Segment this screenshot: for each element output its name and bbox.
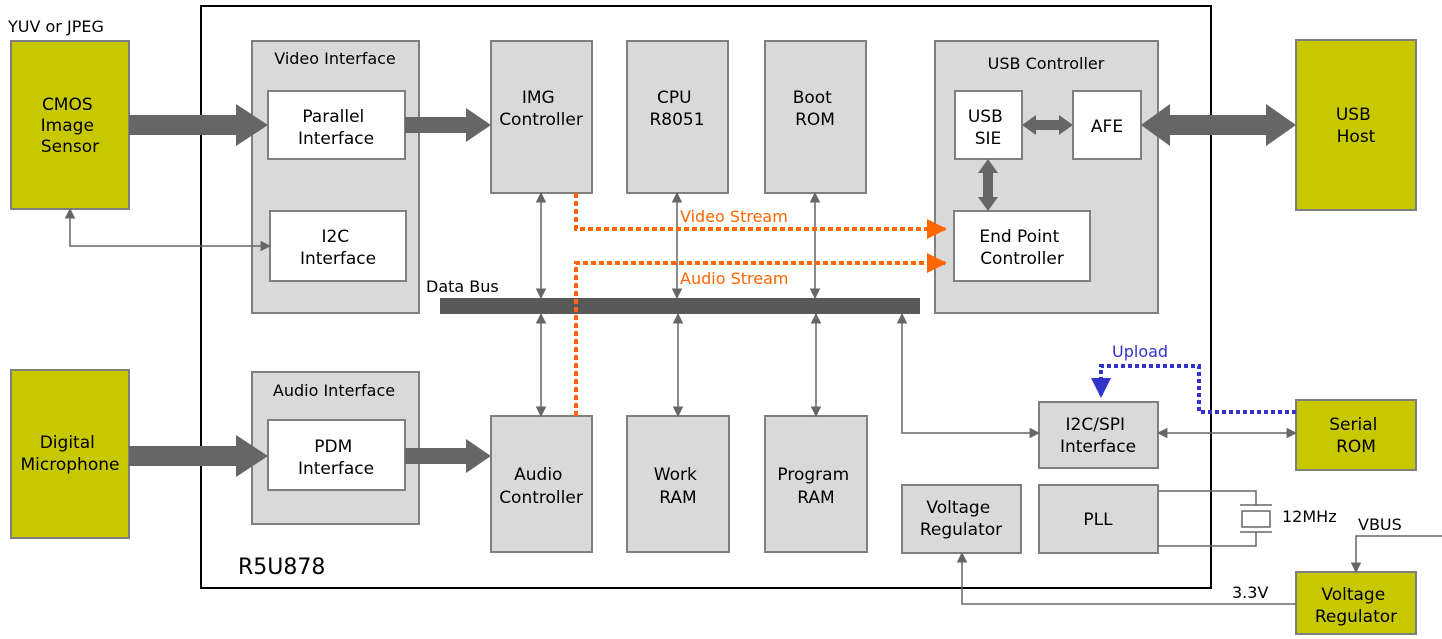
audio-controller-box: [490, 415, 593, 553]
vbus-label: VBUS: [1358, 515, 1402, 534]
pdm-interface-label: PDM Interface: [298, 437, 374, 479]
i2c-interface-label: I2C Interface: [300, 227, 376, 269]
sensor-to-parallel-arrow: [129, 104, 268, 146]
sensor-to-i2c-link: [64, 207, 272, 252]
endpoint-controller-box: [953, 210, 1091, 282]
work-ram-label: Work RAM: [654, 465, 702, 508]
i2c-interface-box: [269, 210, 407, 282]
chip-name: R5U878: [238, 555, 325, 580]
crystal-frequency-label: 12MHz: [1282, 507, 1337, 526]
supply-voltage-label: 3.3V: [1232, 583, 1268, 602]
upload-label: Upload: [1112, 342, 1168, 361]
audio-stream-path: [574, 253, 947, 416]
video-stream-label: Video Stream: [680, 207, 788, 226]
cmos-sensor-label: CMOS Image Sensor: [41, 95, 100, 157]
internal-voltage-regulator-label: Voltage Regulator: [920, 498, 1002, 540]
microphone-label: Digital Microphone: [21, 433, 120, 475]
mic-to-pdm-arrow: [129, 435, 268, 477]
sie-to-endpoint-arrow: [978, 159, 998, 211]
audio-stream-label: Audio Stream: [680, 269, 788, 288]
vbus-line: [1350, 535, 1442, 574]
pll-label: PLL: [1083, 510, 1113, 530]
pdm-to-audio-controller-arrow: [405, 439, 491, 473]
crystal-icon: [1240, 504, 1272, 533]
audio-controller-label: Audio Controller: [499, 465, 583, 508]
data-bus-label: Data Bus: [426, 277, 499, 296]
serial-rom-label: Serial ROM: [1329, 415, 1383, 457]
program-ram-label: Program RAM: [777, 465, 854, 508]
pll-clock-line-bottom: [1158, 532, 1257, 547]
pll-box: [1038, 484, 1159, 554]
audio-interface-title: Audio Interface: [273, 381, 395, 400]
parallel-interface-label: Parallel Interface: [298, 107, 374, 149]
upload-path: [1091, 364, 1296, 414]
serial-rom-box: [1295, 399, 1417, 471]
external-voltage-regulator-label: Voltage Regulator: [1315, 585, 1397, 627]
parallel-interface-box: [267, 90, 406, 160]
bus-to-i2c-spi-link: [896, 312, 1041, 439]
usb-host-box: [1295, 39, 1417, 211]
sie-to-afe-arrow: [1022, 115, 1073, 135]
pdm-interface-box: [267, 419, 406, 491]
cmos-sensor-box: [10, 40, 130, 210]
work-ram-box: [626, 415, 730, 553]
i2c-spi-label: I2C/SPI Interface: [1060, 415, 1136, 457]
usb-controller-title: USB Controller: [988, 54, 1105, 73]
endpoint-controller-label: End Point Controller: [979, 227, 1064, 269]
afe-label: AFE: [1091, 117, 1123, 137]
cpu-label: CPU R8051: [649, 88, 704, 130]
external-voltage-regulator-box: [1295, 571, 1417, 635]
supply-3v3-line: [956, 551, 1296, 605]
program-ram-box: [764, 415, 868, 553]
img-controller-label: IMG Controller: [499, 88, 583, 130]
sensor-format-label: YUV or JPEG: [7, 17, 104, 36]
img-controller-box: [490, 40, 593, 194]
video-interface-title: Video Interface: [274, 49, 396, 68]
cpu-box: [626, 40, 729, 194]
microphone-box: [10, 369, 130, 539]
data-bus: [440, 298, 920, 314]
video-stream-path: [574, 193, 947, 239]
usb-host-label: USB Host: [1336, 105, 1376, 147]
internal-voltage-regulator-box: [901, 484, 1022, 554]
pll-clock-line-top: [1158, 490, 1257, 505]
parallel-to-img-arrow: [405, 108, 491, 142]
boot-rom-label: Boot ROM: [793, 88, 838, 130]
usb-sie-label: USB SIE: [968, 107, 1008, 149]
boot-rom-box: [764, 40, 867, 194]
afe-to-usb-host-arrow: [1141, 104, 1296, 146]
i2c-spi-box: [1038, 401, 1159, 469]
